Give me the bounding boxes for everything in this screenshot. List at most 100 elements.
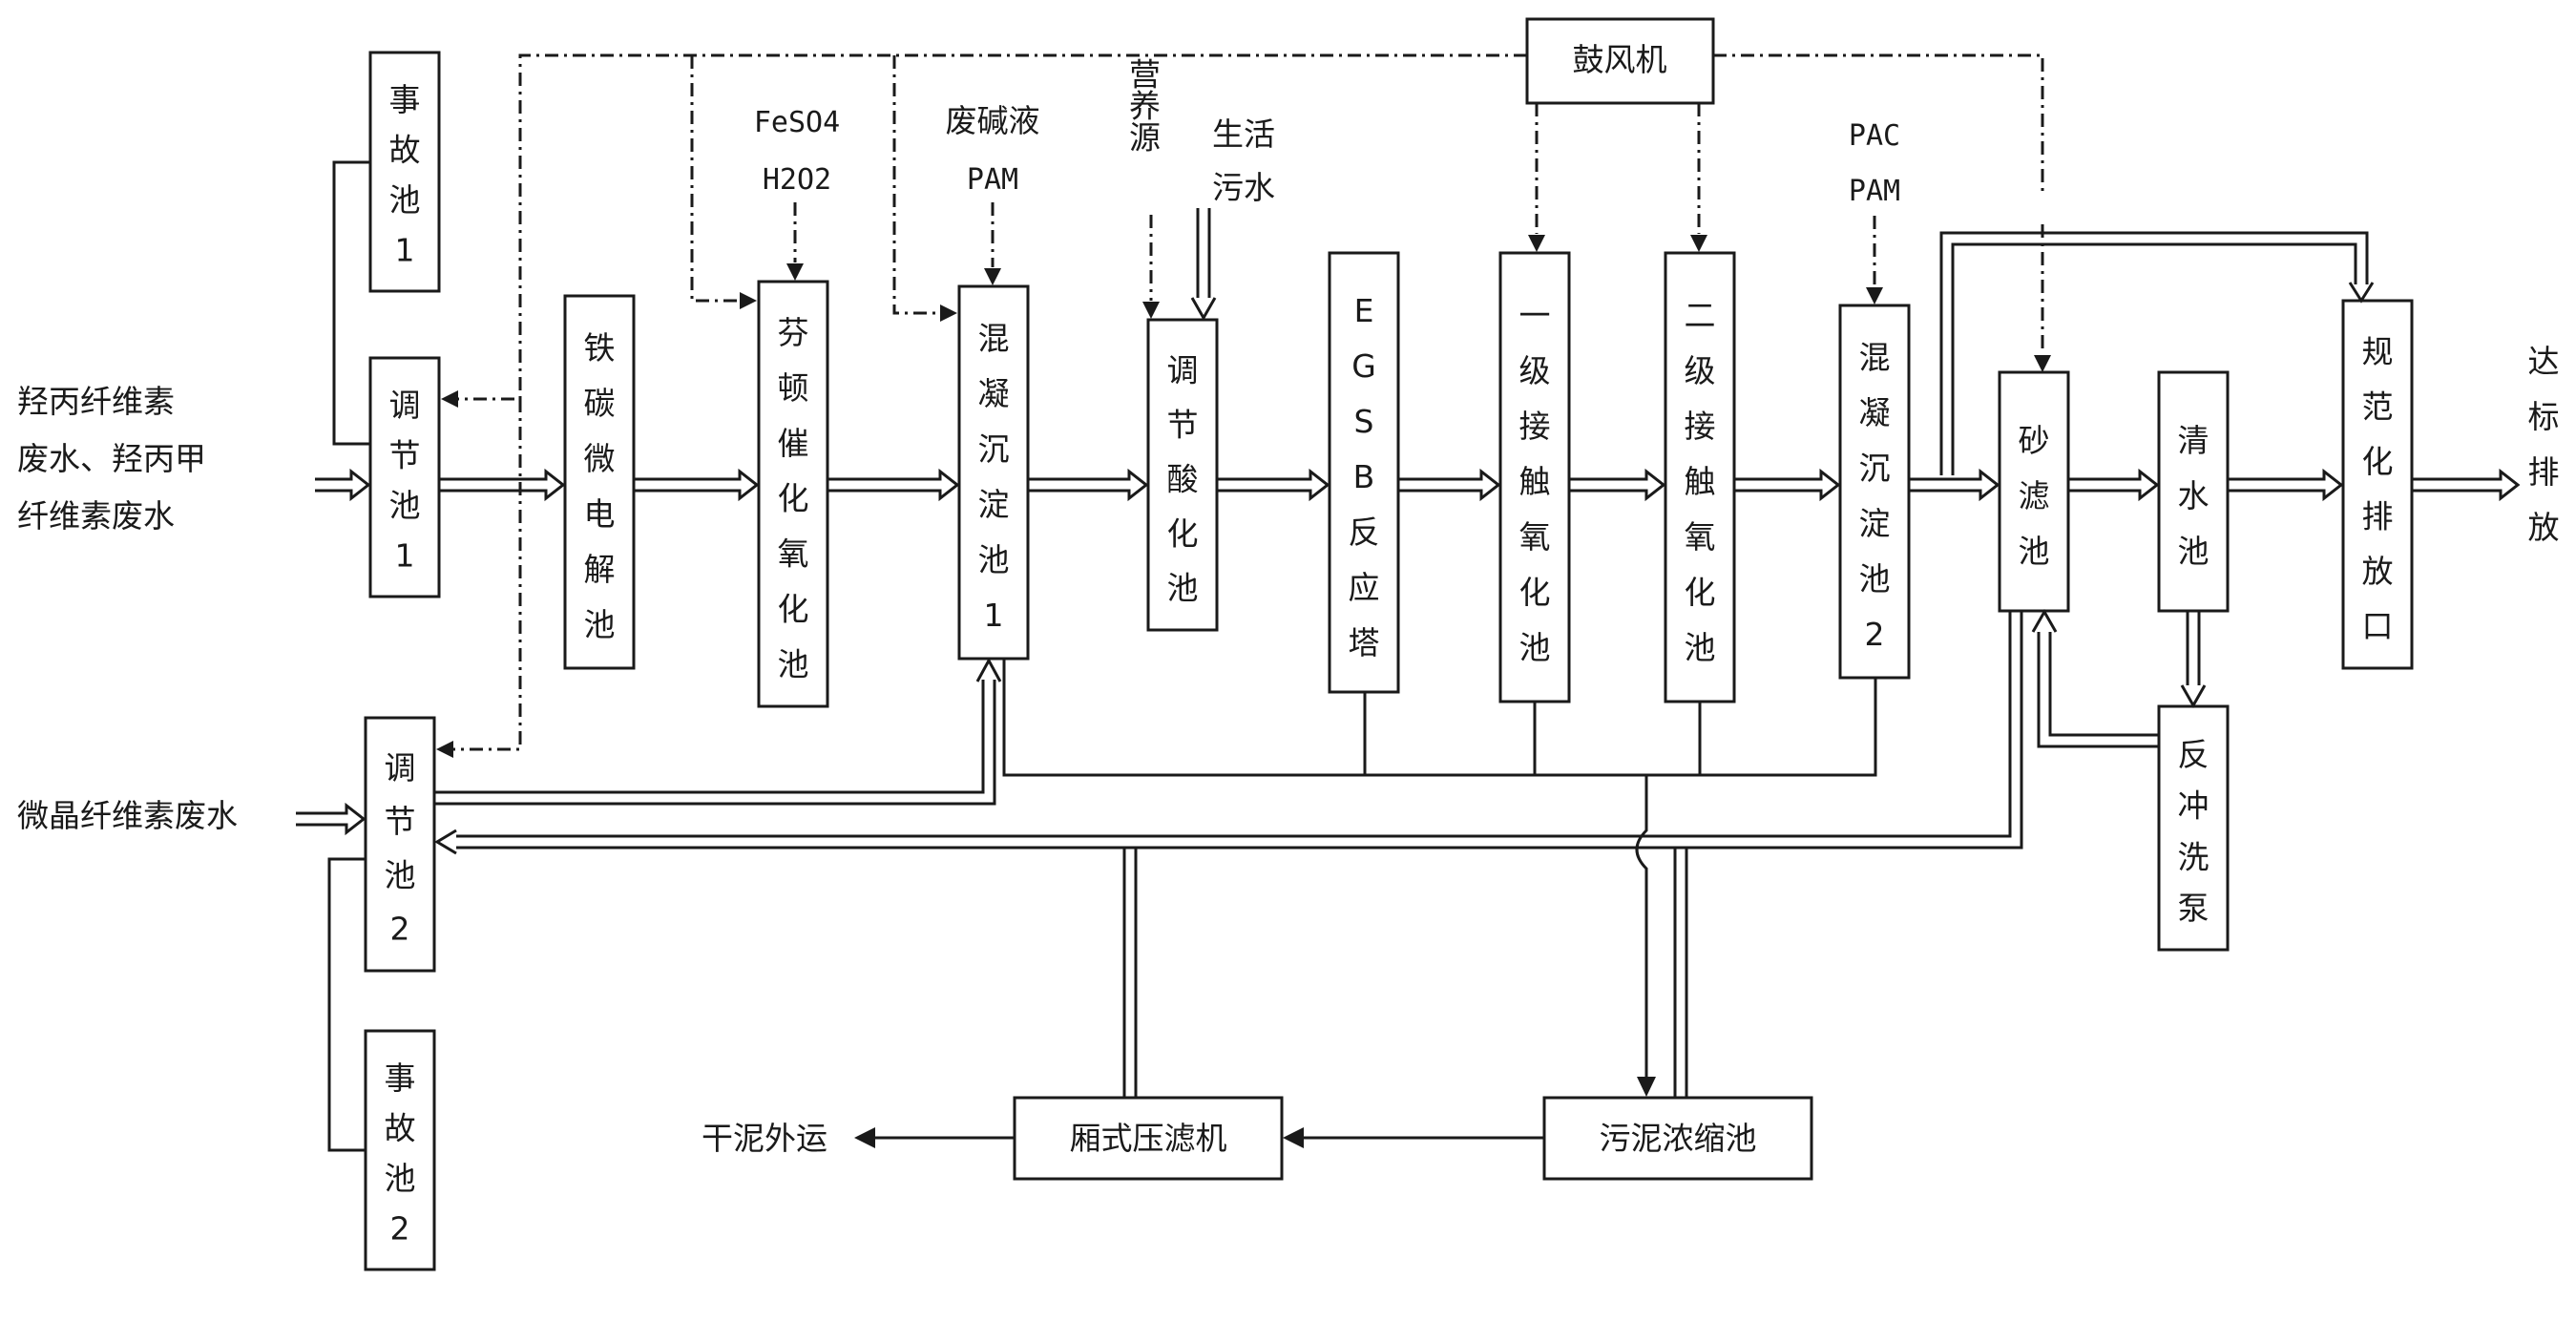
bypass-b xyxy=(1951,242,2357,475)
fenton-to-coag1-arrow xyxy=(827,468,960,502)
blower-box xyxy=(1525,17,1715,105)
outfall-discharge-arrow xyxy=(2412,468,2521,502)
eq2-to-coag1-pipe-a xyxy=(434,680,985,794)
blower-label: 鼓风机 xyxy=(1573,41,1667,78)
mcc-wastewater-label: 微晶纤维素废水 xyxy=(17,797,238,834)
unit-boxes xyxy=(364,17,2414,1271)
h2o2-label: H2O2 xyxy=(763,163,831,197)
contact-ox-1-box xyxy=(1498,251,1571,703)
iron-carbon-cell-label: 铁碳微电解池 xyxy=(584,329,616,643)
hpc-wastewater-label-line3: 纤维素废水 xyxy=(17,497,175,535)
acid-to-egsb-arrow xyxy=(1217,468,1330,502)
coag-sed-pool-1-box xyxy=(957,284,1030,661)
return-arrowhead-eq2 xyxy=(434,829,457,855)
fenton-pool-box xyxy=(757,280,829,708)
discharge-label: 达标排放 xyxy=(2528,343,2560,546)
pac-label: PAC xyxy=(1849,119,1900,153)
backwash-pump-arrowhead xyxy=(2180,684,2207,709)
accident-pool-1-box xyxy=(368,51,441,293)
air-arrowhead-eq2 xyxy=(436,741,453,758)
sewage-feed-arrowhead xyxy=(1190,297,1217,322)
coag1-to-acid-arrow xyxy=(1028,468,1149,502)
sludge-thickener-label: 污泥浓缩池 xyxy=(1600,1120,1757,1157)
outfall-label: 规范化排放口 xyxy=(2362,333,2394,645)
hpc-wastewater-label-line1: 羟丙纤维素 xyxy=(17,383,175,420)
clear-to-outfall-arrow xyxy=(2228,468,2344,502)
coag2-to-sand-arrow xyxy=(1909,468,2000,502)
sludge-arrowhead-thickener xyxy=(1637,1077,1656,1097)
coag1-return-arrowhead xyxy=(975,657,1002,682)
air-line-eq2 xyxy=(449,399,522,751)
eq2-to-coag1-pipe-b xyxy=(434,680,996,806)
sludge-lines xyxy=(327,160,1877,1152)
sludge-to-thickener xyxy=(1635,775,1648,1077)
air-arrowhead-eq1 xyxy=(441,390,458,408)
clear-water-pool-box xyxy=(2157,370,2230,613)
air-arrowhead-ox1 xyxy=(1528,235,1545,252)
sand-to-clear-arrow xyxy=(2068,468,2160,502)
feso4-label: FeSO4 xyxy=(754,106,840,139)
coag-sed-pool-2-box xyxy=(1838,304,1911,680)
sewage-label-line2: 污水 xyxy=(1212,169,1275,206)
press-arrowhead xyxy=(1283,1127,1304,1148)
return-main-a xyxy=(456,611,2023,850)
hpc-inflow-arrow xyxy=(315,468,371,502)
clear-water-pool-label: 清水池 xyxy=(2178,422,2209,570)
pam-1-label: PAM xyxy=(967,163,1018,197)
fenton-pool-label: 芬顿催化氧化池 xyxy=(778,314,809,682)
contact-ox-1-label: 一级接触氧化池 xyxy=(1519,297,1551,666)
blower-air-line-left xyxy=(453,53,1527,401)
iron-carbon-cell-box xyxy=(563,294,636,670)
pam2-dose-arrowhead xyxy=(1866,287,1883,304)
eq1-to-iron-carbon-arrow xyxy=(439,468,566,502)
filter-press-label: 厢式压滤机 xyxy=(1070,1120,1227,1157)
equalization-pool-1-box xyxy=(368,356,441,598)
mcc-inflow-arrow xyxy=(296,802,367,836)
air-line-fenton xyxy=(690,55,744,303)
return-pipes xyxy=(434,208,2375,1098)
acidification-pool-box xyxy=(1146,318,1219,632)
sewage-label-line1: 生活 xyxy=(1212,115,1275,153)
ox1-to-ox2-arrow xyxy=(1569,468,1666,502)
discharge-text: 达标排放 xyxy=(2528,343,2560,546)
equalization-pool-2-box xyxy=(364,716,436,973)
return-main-b xyxy=(456,611,2012,838)
nutrient-label: 营养源 xyxy=(1124,58,1162,153)
dry-sludge-arrowhead xyxy=(854,1127,875,1148)
pam1-dose-arrowhead xyxy=(984,268,1001,285)
ox2-to-coag2-arrow xyxy=(1734,468,1841,502)
air-arrowhead-fenton xyxy=(740,292,757,309)
nutrient-dose-arrowhead xyxy=(1142,302,1160,319)
waste-alkali-label: 废碱液 xyxy=(946,102,1040,139)
accident-1-link xyxy=(332,160,370,446)
backwash-return-arrowhead xyxy=(2031,608,2058,633)
bypass-a xyxy=(1939,231,2369,475)
sand-filter-label: 砂滤池 xyxy=(2019,422,2050,570)
bypass-arrowhead xyxy=(2348,282,2375,304)
hpc-wastewater-label-line2: 废水、羟丙甲 xyxy=(17,440,206,477)
backwash-return-a xyxy=(2048,632,2159,737)
dry-sludge-label: 干泥外运 xyxy=(702,1120,827,1157)
sludge-thickener-box xyxy=(1542,1096,1813,1181)
accident-2-link xyxy=(327,857,366,1152)
air-arrowhead-sand xyxy=(2034,355,2051,372)
fenton-dose-arrowhead xyxy=(786,263,804,281)
egsb-to-ox1-arrow xyxy=(1398,468,1501,502)
air-arrowhead-coag1 xyxy=(940,304,957,322)
pam-2-label: PAM xyxy=(1849,175,1900,208)
sludge-bus xyxy=(1002,659,1877,777)
air-arrowhead-ox2 xyxy=(1690,235,1707,252)
main-flow-arrows xyxy=(296,468,2521,836)
contact-ox-2-label: 二级接触氧化池 xyxy=(1685,297,1716,666)
outfall-box xyxy=(2341,299,2414,670)
backwash-pump-label: 反冲洗泵 xyxy=(2178,736,2209,927)
backwash-return-b xyxy=(2037,632,2159,748)
